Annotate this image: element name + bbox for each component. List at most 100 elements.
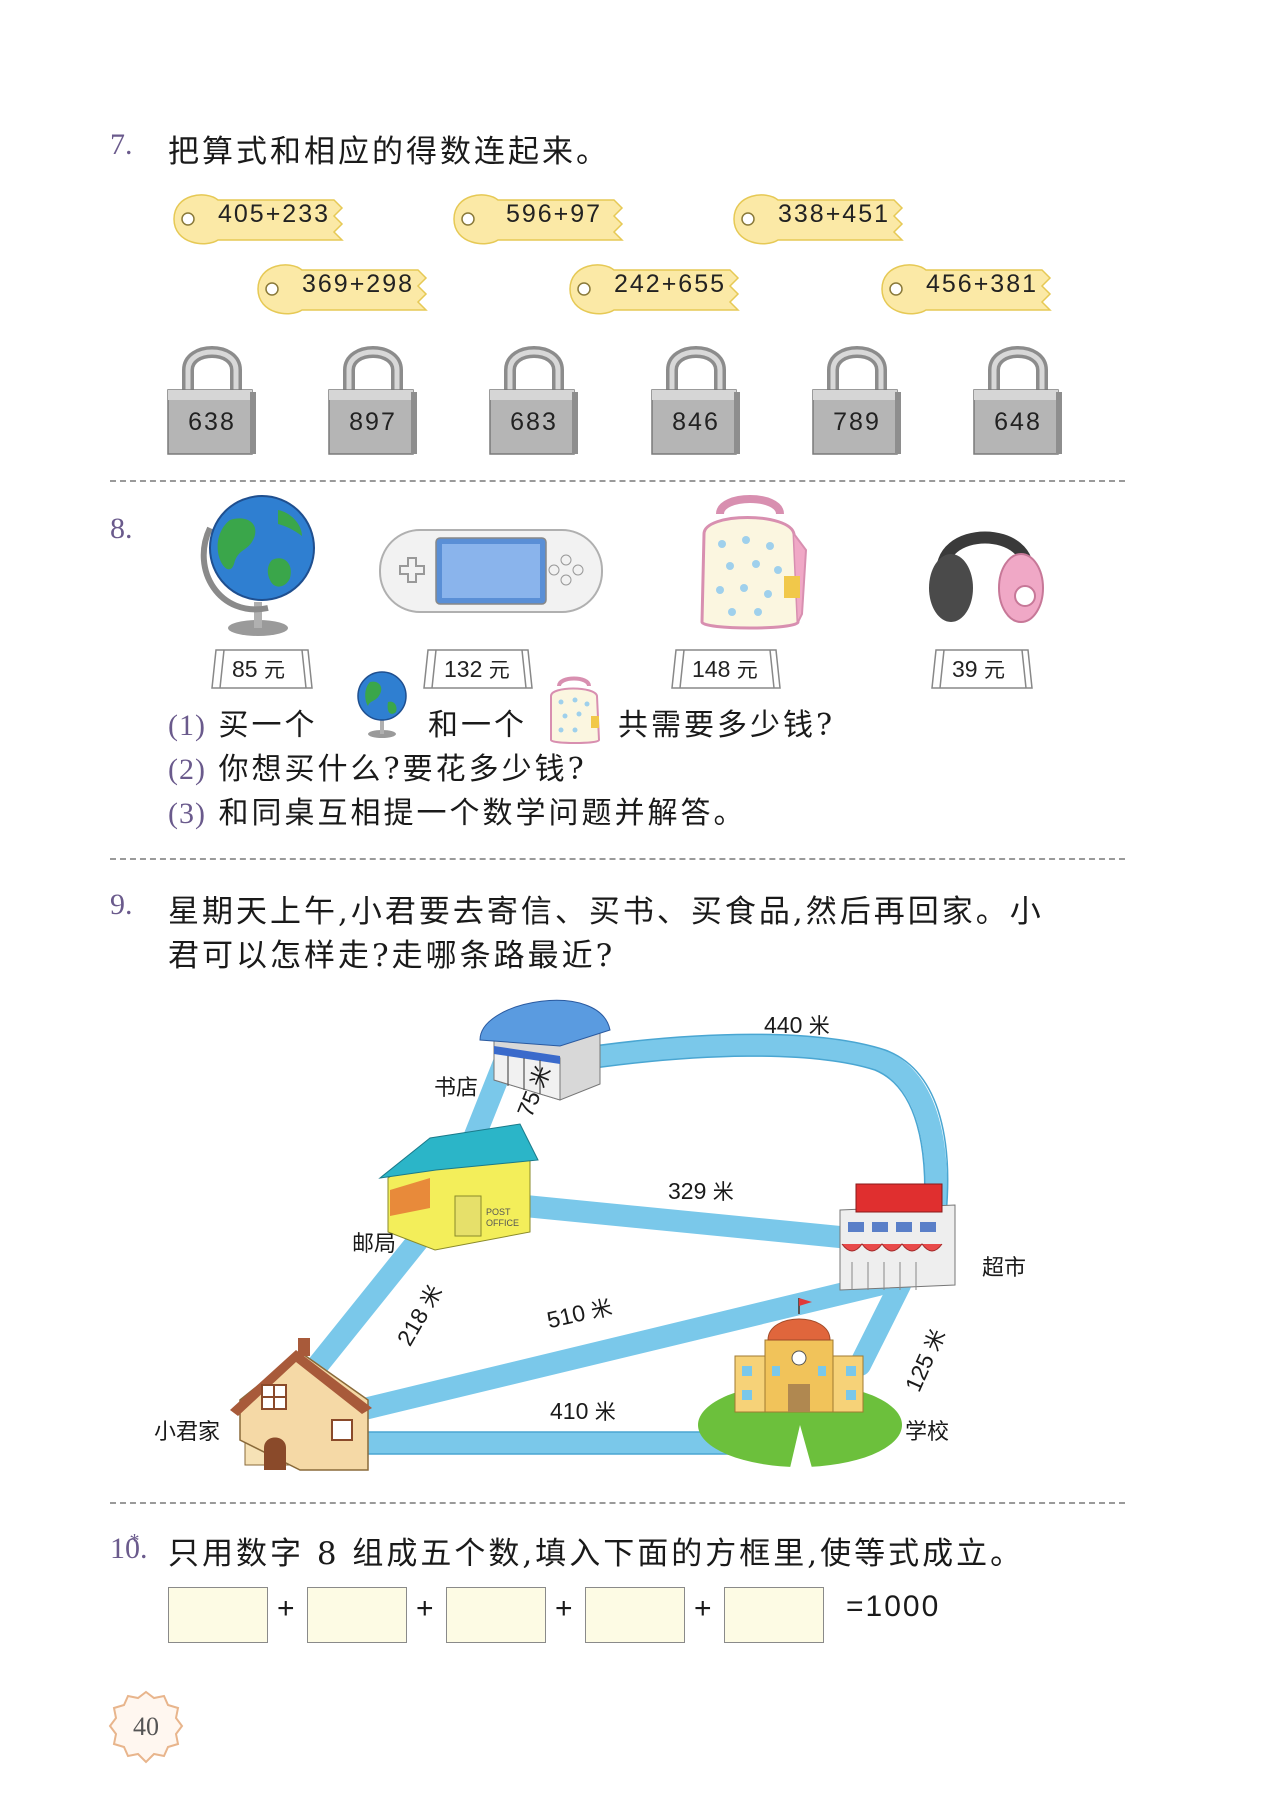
price-tag-shape-icon bbox=[931, 649, 1033, 689]
road-home-supermarket bbox=[349, 1274, 889, 1421]
answer-box-3[interactable] bbox=[446, 1587, 546, 1643]
padlock-icon bbox=[167, 346, 256, 455]
padlock-icon bbox=[651, 346, 740, 455]
lock-number: 897 bbox=[349, 408, 397, 436]
q10-number-text: 10. bbox=[110, 1532, 148, 1565]
q10-number: 10.* bbox=[110, 1530, 148, 1566]
divider bbox=[110, 480, 1125, 482]
divider bbox=[110, 1502, 1125, 1504]
supermarket-icon bbox=[839, 1183, 956, 1291]
backpack-small-icon bbox=[550, 676, 601, 744]
key-expression: 456+381 bbox=[925, 270, 1039, 298]
answer-box-5[interactable] bbox=[724, 1587, 824, 1643]
lock-number: 638 bbox=[188, 408, 236, 436]
key[interactable]: 596+97 bbox=[446, 186, 636, 252]
price-value: 132 bbox=[444, 656, 483, 682]
q10-instruction: 只用数字 8 组成五个数,填入下面的方框里,使等式成立。 bbox=[168, 1536, 1025, 1572]
key-shape-icon bbox=[733, 194, 904, 245]
price-unit: 元 bbox=[983, 658, 1005, 682]
label-bookstore: 书店 bbox=[434, 1076, 479, 1101]
key[interactable]: 405+233 bbox=[166, 186, 356, 252]
label-supermarket: 超市 bbox=[982, 1256, 1027, 1281]
backpack-icon bbox=[700, 495, 808, 630]
lock[interactable]: 683 bbox=[488, 340, 580, 458]
road-post-home bbox=[307, 1227, 431, 1376]
key-shape-icon bbox=[569, 264, 740, 315]
key-expression: 338+451 bbox=[777, 200, 891, 228]
key[interactable]: 242+655 bbox=[562, 256, 752, 322]
answer-box-2[interactable] bbox=[307, 1587, 407, 1643]
q8-sub1-middle: 和一个 bbox=[428, 708, 527, 743]
key-expression: 405+233 bbox=[217, 200, 331, 228]
q7-instruction: 把算式和相应的得数连起来。 bbox=[168, 134, 610, 170]
road-school-supermarket bbox=[849, 1274, 911, 1376]
key-expression: 369+298 bbox=[301, 270, 415, 298]
distance-value: 510 bbox=[544, 1299, 588, 1334]
q8-sub3: (3) 和同桌互相提一个数学问题并解答。 bbox=[168, 788, 747, 832]
padlock-icon bbox=[973, 346, 1062, 455]
key-shape-icon bbox=[173, 194, 344, 245]
plus-sign: + bbox=[694, 1592, 712, 1625]
road-bookstore-supermarket bbox=[549, 1034, 948, 1226]
sub-number: (1) bbox=[168, 709, 206, 742]
lock[interactable]: 897 bbox=[327, 340, 419, 458]
lock-number: 789 bbox=[833, 408, 881, 436]
distance-unit: 米 bbox=[808, 1014, 830, 1038]
key-shape-icon bbox=[881, 264, 1052, 315]
key[interactable]: 369+298 bbox=[250, 256, 440, 322]
key-shape-icon bbox=[257, 264, 428, 315]
price-unit: 元 bbox=[736, 658, 758, 682]
key-expression: 242+655 bbox=[613, 270, 727, 298]
lock-number: 648 bbox=[994, 408, 1042, 436]
lock[interactable]: 648 bbox=[972, 340, 1064, 458]
price-value: 85 bbox=[232, 656, 258, 682]
price-unit: 元 bbox=[488, 658, 510, 682]
price-value: 39 bbox=[952, 656, 978, 682]
padlock-icon bbox=[328, 346, 417, 455]
key-expression: 596+97 bbox=[505, 200, 603, 228]
post-office-icon: POST OFFICE bbox=[378, 1123, 539, 1251]
distance-unit: 米 bbox=[712, 1180, 734, 1204]
globe-icon bbox=[200, 495, 315, 636]
sub-text: 买一个 bbox=[218, 708, 318, 743]
lock-number: 846 bbox=[672, 408, 720, 436]
distance-value: 440 bbox=[764, 1012, 803, 1038]
distance-unit: 米 bbox=[594, 1400, 616, 1424]
page-number-badge-icon bbox=[108, 1690, 184, 1764]
game-console-icon bbox=[379, 529, 603, 613]
road-post-supermarket bbox=[504, 1194, 881, 1251]
plus-sign: + bbox=[555, 1592, 573, 1625]
price-tag-shape-icon bbox=[211, 649, 313, 689]
sub-text: 和同桌互相提一个数学问题并解答。 bbox=[218, 796, 747, 831]
padlock-icon bbox=[489, 346, 578, 455]
price-tag: 148 元 bbox=[670, 648, 782, 690]
price-value: 148 bbox=[692, 656, 731, 682]
distance-value: 410 bbox=[550, 1398, 589, 1424]
lock-number: 683 bbox=[510, 408, 558, 436]
price-tag: 132 元 bbox=[422, 648, 534, 690]
distance-home-school: 410 米 bbox=[550, 1396, 616, 1426]
answer-box-4[interactable] bbox=[585, 1587, 685, 1643]
q9-number: 9. bbox=[110, 888, 133, 921]
lock[interactable]: 846 bbox=[650, 340, 742, 458]
post-sign: POST bbox=[486, 1207, 511, 1217]
q7-number: 7. bbox=[110, 128, 133, 161]
padlock-icon bbox=[812, 346, 901, 455]
post-sign: OFFICE bbox=[486, 1218, 519, 1228]
lock[interactable]: 789 bbox=[811, 340, 903, 458]
q10-star: * bbox=[129, 1530, 140, 1552]
bookstore-icon bbox=[479, 999, 611, 1101]
key[interactable]: 456+381 bbox=[874, 256, 1064, 322]
price-tag: 85 元 bbox=[210, 648, 314, 690]
distance-post-supermarket: 329 米 bbox=[668, 1176, 734, 1206]
plus-sign: + bbox=[277, 1592, 295, 1625]
sub-text: 你想买什么?要花多少钱? bbox=[218, 752, 587, 787]
distance-value: 329 bbox=[668, 1178, 707, 1204]
answer-box-1[interactable] bbox=[168, 1587, 268, 1643]
equation-result: =1000 bbox=[846, 1590, 941, 1623]
key[interactable]: 338+451 bbox=[726, 186, 916, 252]
lock[interactable]: 638 bbox=[166, 340, 258, 458]
school-building-icon bbox=[734, 1298, 864, 1413]
home-house-icon bbox=[230, 1338, 372, 1471]
key-shape-icon bbox=[453, 194, 624, 245]
